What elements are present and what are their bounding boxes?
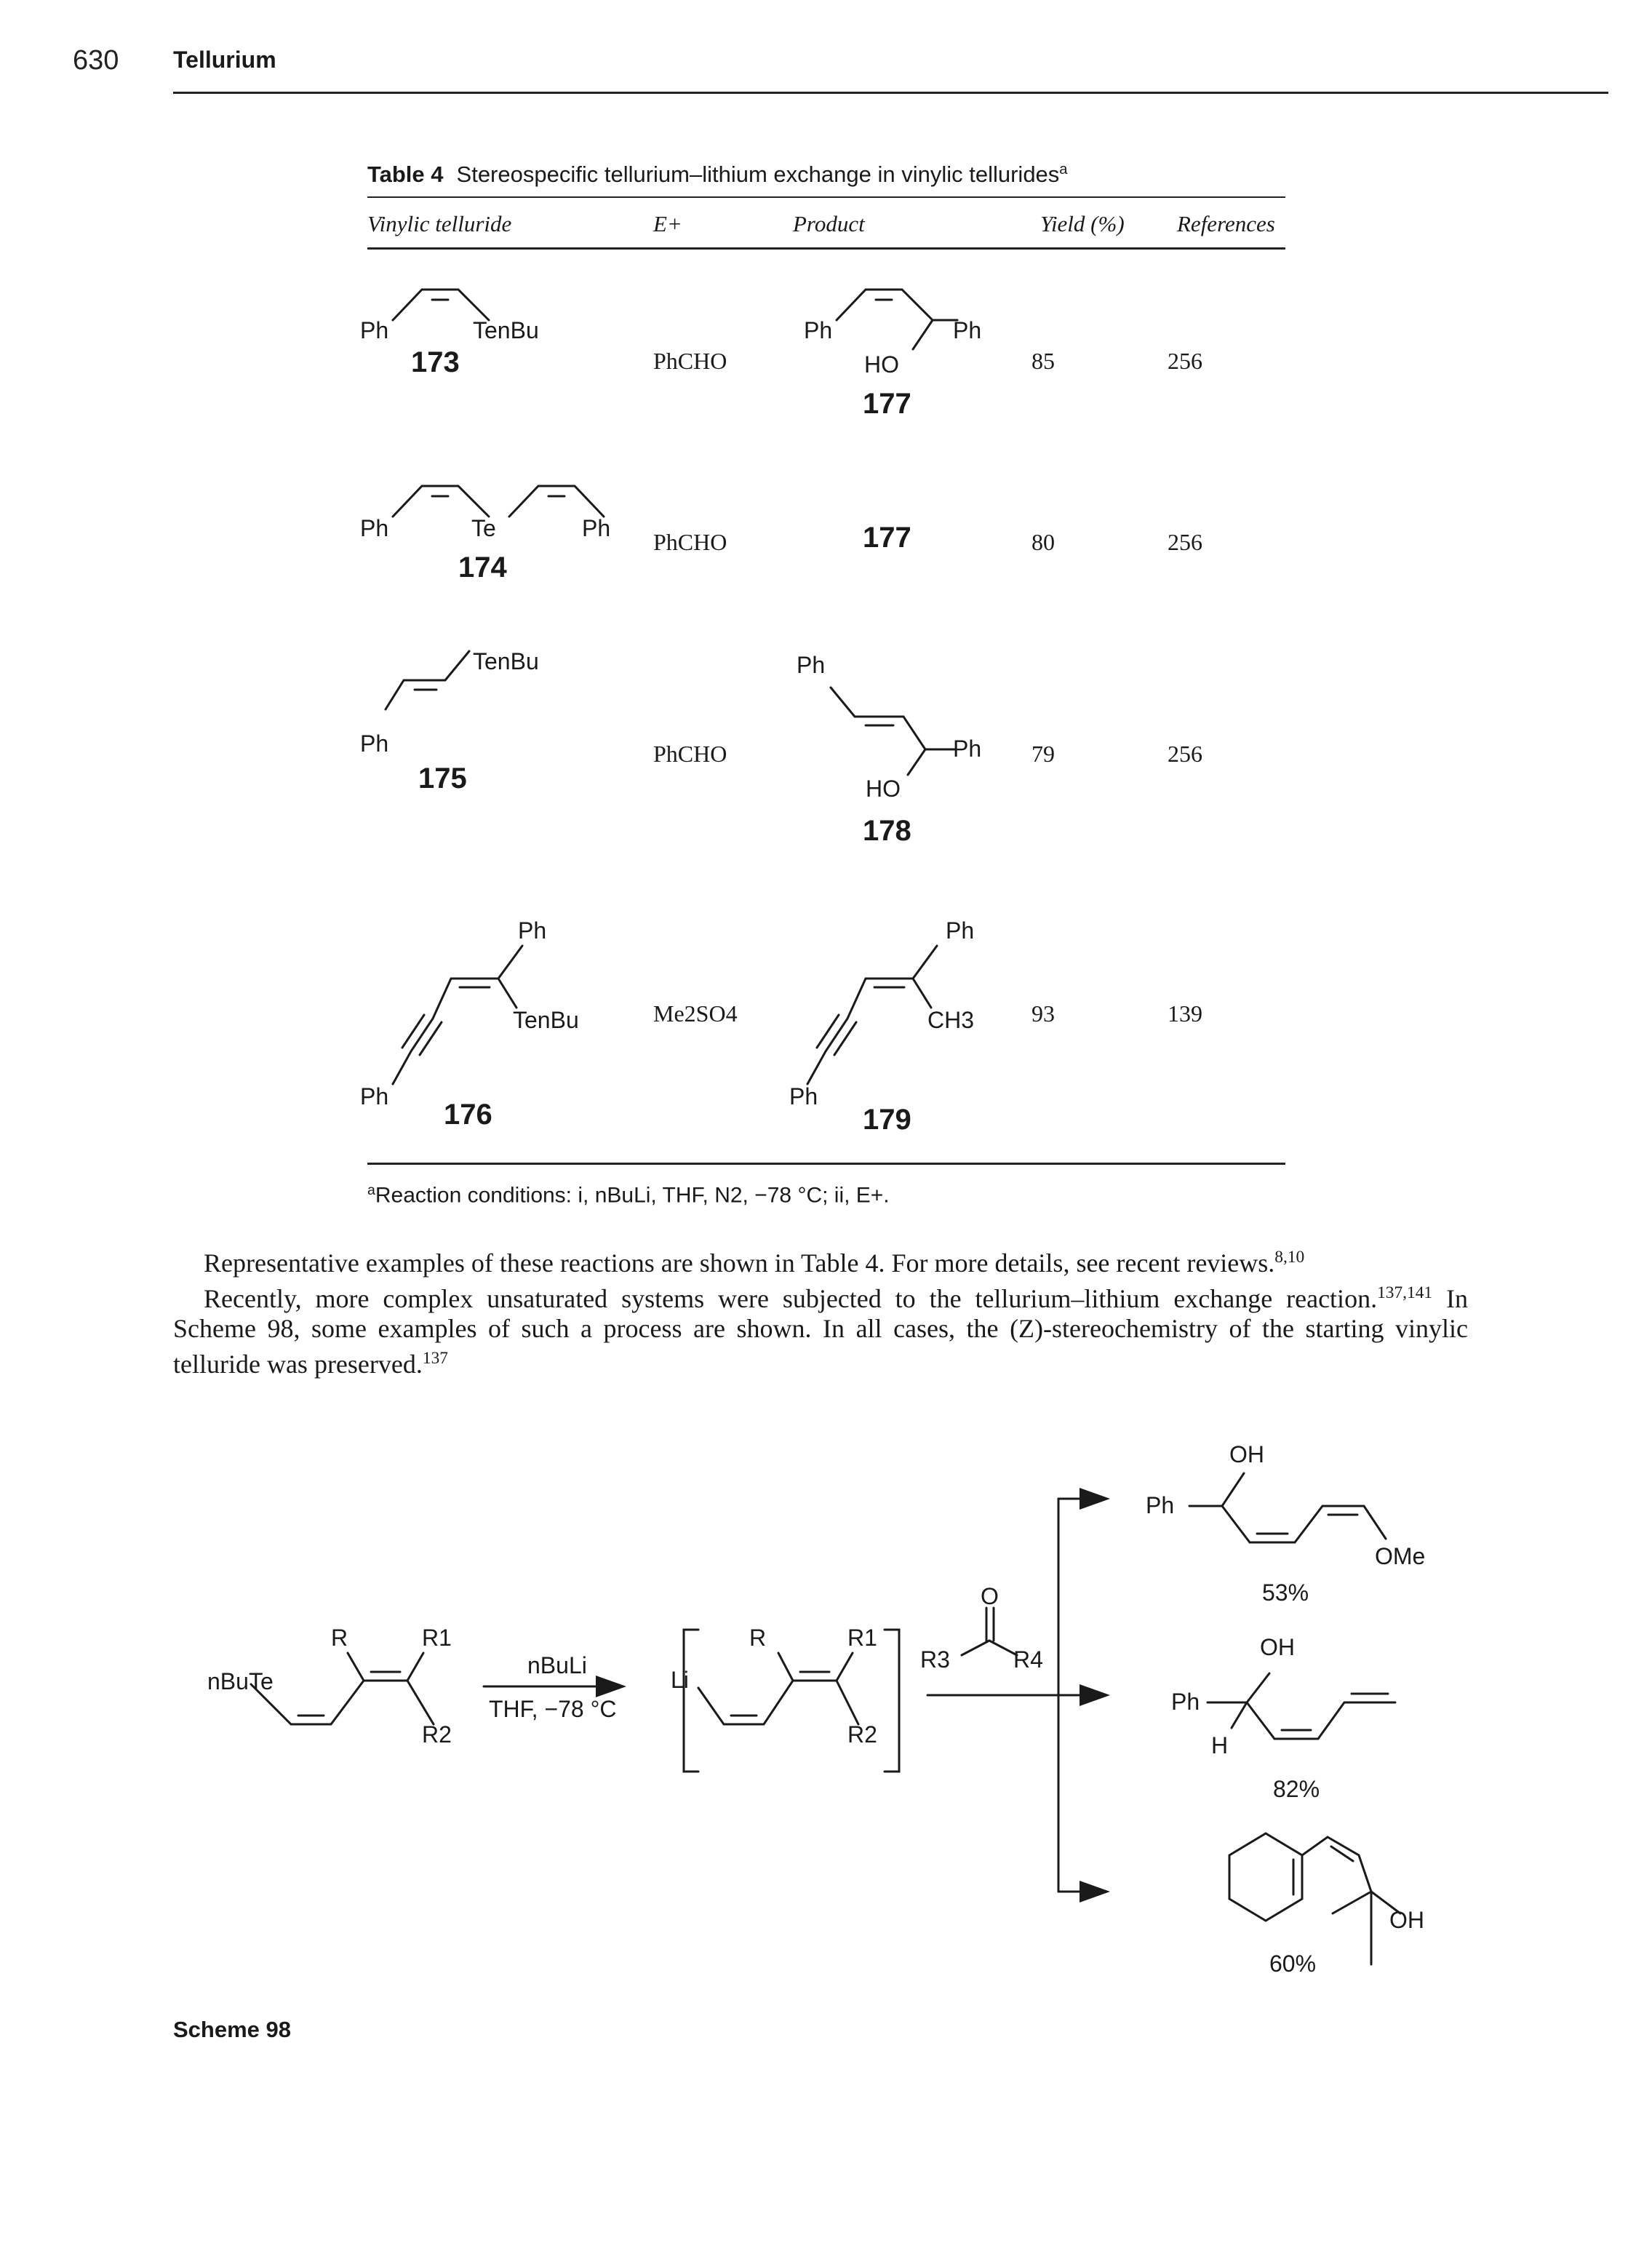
product2-oh: OH	[1260, 1634, 1295, 1660]
citation: 137,141	[1377, 1283, 1433, 1302]
table-caption-marker: a	[1059, 162, 1068, 178]
product1-oh: OH	[1229, 1441, 1264, 1467]
label-ho: HO	[866, 776, 901, 802]
scheme-r2: R2	[847, 1721, 877, 1748]
col-head-vinylic-telluride: Vinylic telluride	[367, 211, 512, 236]
label-ph: Ph	[518, 917, 546, 944]
citation: 137	[422, 1348, 448, 1368]
product-number: 177	[863, 388, 911, 420]
paragraph-text: Recently, more complex unsaturated syste…	[204, 1283, 1378, 1313]
scheme-r: R	[331, 1625, 348, 1651]
table-bottom-rule	[367, 1163, 1285, 1165]
label-tenbu: TenBu	[513, 1007, 579, 1033]
reference: 256	[1168, 741, 1202, 767]
body-text: Representative examples of these reactio…	[173, 1243, 1468, 1379]
compound-number: 174	[458, 551, 507, 583]
product1-ome: OMe	[1375, 1543, 1425, 1569]
table-top-rule	[367, 196, 1285, 198]
col-head-product: Product	[793, 211, 865, 236]
label-ph: Ph	[797, 652, 825, 678]
product-number: 177	[863, 522, 911, 554]
electrophile: PhCHO	[653, 348, 727, 374]
paragraph: Representative examples of these reactio…	[173, 1243, 1468, 1278]
table-caption-text: Stereospecific tellurium–lithium exchang…	[456, 162, 1060, 188]
header-rule	[173, 92, 1608, 94]
product2-yield: 82%	[1273, 1776, 1320, 1802]
compound-number: 176	[444, 1099, 492, 1131]
compound-number: 173	[411, 346, 460, 378]
yield: 93	[1031, 1000, 1055, 1027]
product2-h: H	[1211, 1732, 1228, 1758]
table-footnote: aReaction conditions: i, nBuLi, THF, N2,…	[367, 1182, 890, 1208]
scheme-r2: R2	[422, 1721, 452, 1748]
label-ho: HO	[864, 351, 899, 378]
col-head-electrophile: E+	[653, 211, 682, 236]
label-ph: Ph	[946, 917, 974, 944]
paragraph-text: In Scheme 98, some examples of such a pr…	[173, 1283, 1468, 1379]
label-ph: Ph	[360, 730, 388, 757]
scheme-r: R	[749, 1625, 766, 1651]
col-head-references: References	[1177, 211, 1275, 236]
scheme-carbonyl-o: O	[981, 1583, 999, 1609]
label-ph: Ph	[953, 736, 981, 762]
citation: 8,10	[1274, 1248, 1305, 1267]
label-ph: Ph	[953, 317, 981, 343]
footnote-marker: a	[367, 1182, 375, 1198]
scheme-li: Li	[671, 1667, 689, 1693]
scheme-r3: R3	[920, 1646, 950, 1673]
reference: 256	[1168, 529, 1202, 555]
scheme-label: Scheme 98	[173, 2017, 291, 2042]
scheme-reagent: nBuLi	[527, 1652, 587, 1678]
electrophile: Me2SO4	[653, 1000, 738, 1027]
col-head-yield: Yield (%)	[1040, 211, 1125, 236]
yield: 79	[1031, 741, 1055, 767]
label-tenbu: TenBu	[473, 317, 539, 343]
product1-ph: Ph	[1146, 1492, 1174, 1518]
reference: 256	[1168, 348, 1202, 374]
label-ph: Ph	[360, 317, 388, 343]
page-number: 630	[73, 45, 119, 76]
scheme-r1: R1	[847, 1625, 877, 1651]
footnote-text: Reaction conditions: i, nBuLi, THF, N2, …	[375, 1183, 890, 1208]
label-ph: Ph	[360, 1083, 388, 1109]
table-header-rule	[367, 247, 1285, 250]
scheme-r1: R1	[422, 1625, 452, 1651]
reference: 139	[1168, 1000, 1202, 1027]
label-ph: Ph	[789, 1083, 818, 1109]
yield: 80	[1031, 529, 1055, 555]
bond-173	[391, 288, 490, 322]
electrophile: PhCHO	[653, 529, 727, 555]
label-te: Te	[471, 515, 496, 541]
product2-ph: Ph	[1171, 1689, 1200, 1715]
scheme-start-label: nBuTe	[207, 1668, 274, 1694]
product3-yield: 60%	[1269, 1951, 1316, 1977]
label-ph: Ph	[804, 317, 832, 343]
product-number: 178	[863, 815, 911, 847]
electrophile: PhCHO	[653, 741, 727, 767]
scheme-r4: R4	[1013, 1646, 1043, 1673]
product-number: 179	[863, 1104, 911, 1136]
compound-number: 175	[418, 762, 467, 794]
label-tenbu: TenBu	[473, 648, 539, 674]
running-title: Tellurium	[173, 47, 276, 73]
yield: 85	[1031, 348, 1055, 374]
product1-yield: 53%	[1262, 1579, 1309, 1606]
scheme-conditions: THF, −78 °C	[489, 1696, 617, 1722]
label-ph: Ph	[582, 515, 610, 541]
paragraph: Recently, more complex unsaturated syste…	[173, 1278, 1468, 1379]
label-ch3: CH3	[927, 1007, 974, 1033]
table-caption-label: Table 4	[367, 162, 444, 188]
product3-oh: OH	[1389, 1907, 1424, 1933]
table-caption: Table 4 Stereospecific tellurium–lithium …	[367, 162, 1068, 188]
paragraph-text: Representative examples of these reactio…	[204, 1248, 1275, 1278]
label-ph: Ph	[360, 515, 388, 541]
